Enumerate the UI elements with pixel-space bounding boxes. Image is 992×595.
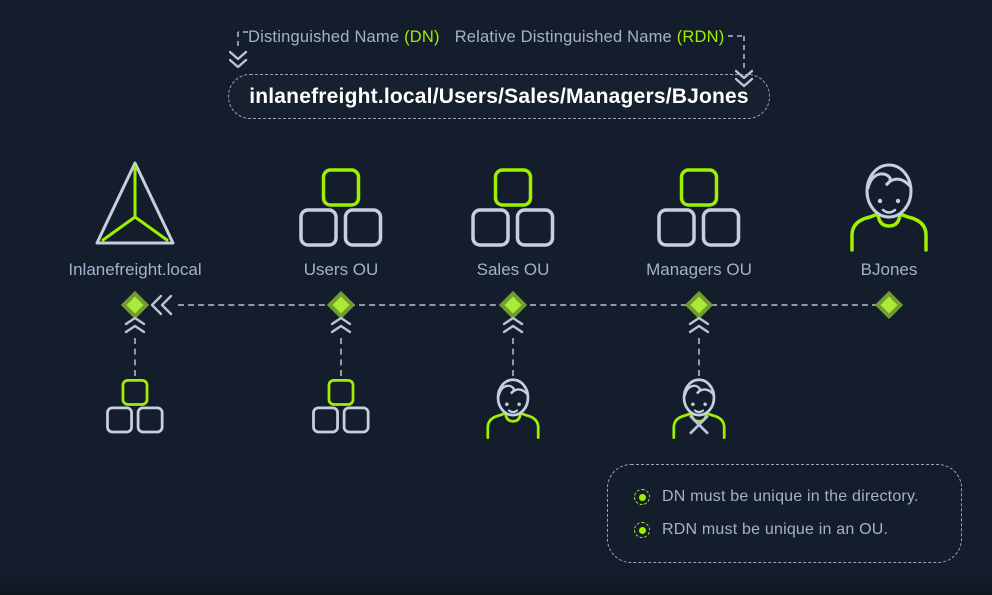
rdn-label: Relative Distinguished Name (RDN) — [455, 28, 725, 47]
diamond-marker — [498, 290, 528, 320]
dn-label: Distinguished Name (DN) — [248, 28, 440, 47]
dn-connector-arrow — [229, 31, 248, 69]
note-text-dn: DN must be unique in the directory. — [662, 488, 919, 505]
child-connector-line — [512, 338, 514, 376]
path-connector-line — [178, 304, 878, 306]
rdn-abbr: (RDN) — [676, 28, 725, 46]
ou-icon — [299, 168, 383, 247]
dn-label-text: Distinguished Name — [248, 28, 400, 46]
ou-icon-small — [106, 379, 164, 434]
diamond-marker — [684, 290, 714, 320]
note-item-dn: DN must be unique in the directory. — [634, 488, 961, 506]
ou-icon — [657, 168, 741, 247]
notes-box: DN must be unique in the directory. RDN … — [607, 464, 962, 563]
diamond-marker — [874, 290, 904, 320]
node-label-sales-ou: Sales OU — [476, 260, 550, 279]
chevron-up-icon — [502, 316, 524, 334]
child-connector-line — [340, 338, 342, 376]
bullet-icon — [634, 522, 650, 538]
chevron-up-icon — [330, 316, 352, 334]
domain-triangle-icon — [95, 161, 175, 245]
user-crossed-icon — [672, 378, 726, 439]
child-connector-line — [134, 338, 136, 376]
node-label-bjones: BJones — [860, 260, 918, 279]
child-connector-line — [698, 338, 700, 376]
chevron-up-icon — [688, 316, 710, 334]
note-item-rdn: RDN must be unique in an OU. — [634, 521, 961, 539]
ou-icon-small — [312, 379, 370, 434]
dn-abbr: (DN) — [404, 28, 440, 46]
diamond-marker — [120, 290, 150, 320]
dn-path-text: inlanefreight.local/Users/Sales/Managers… — [249, 84, 749, 108]
rdn-label-text: Relative Distinguished Name — [454, 28, 672, 46]
ou-icon — [471, 168, 555, 247]
chevron-up-icon — [124, 316, 146, 334]
node-label-managers-ou: Managers OU — [646, 260, 752, 279]
header-labels: Distinguished Name (DN) Relative Disting… — [248, 28, 724, 47]
node-label-users-ou: Users OU — [303, 260, 379, 279]
x-mark-icon — [689, 415, 709, 435]
note-text-rdn: RDN must be unique in an OU. — [662, 521, 889, 538]
dn-path-box: inlanefreight.local/Users/Sales/Managers… — [228, 74, 770, 119]
diamond-marker — [326, 290, 356, 320]
user-icon — [850, 163, 928, 252]
node-label-inlanefreight: Inlanefreight.local — [68, 260, 202, 279]
user-icon-small — [486, 378, 540, 439]
bullet-icon — [634, 489, 650, 505]
chevron-left-icon — [150, 294, 173, 316]
